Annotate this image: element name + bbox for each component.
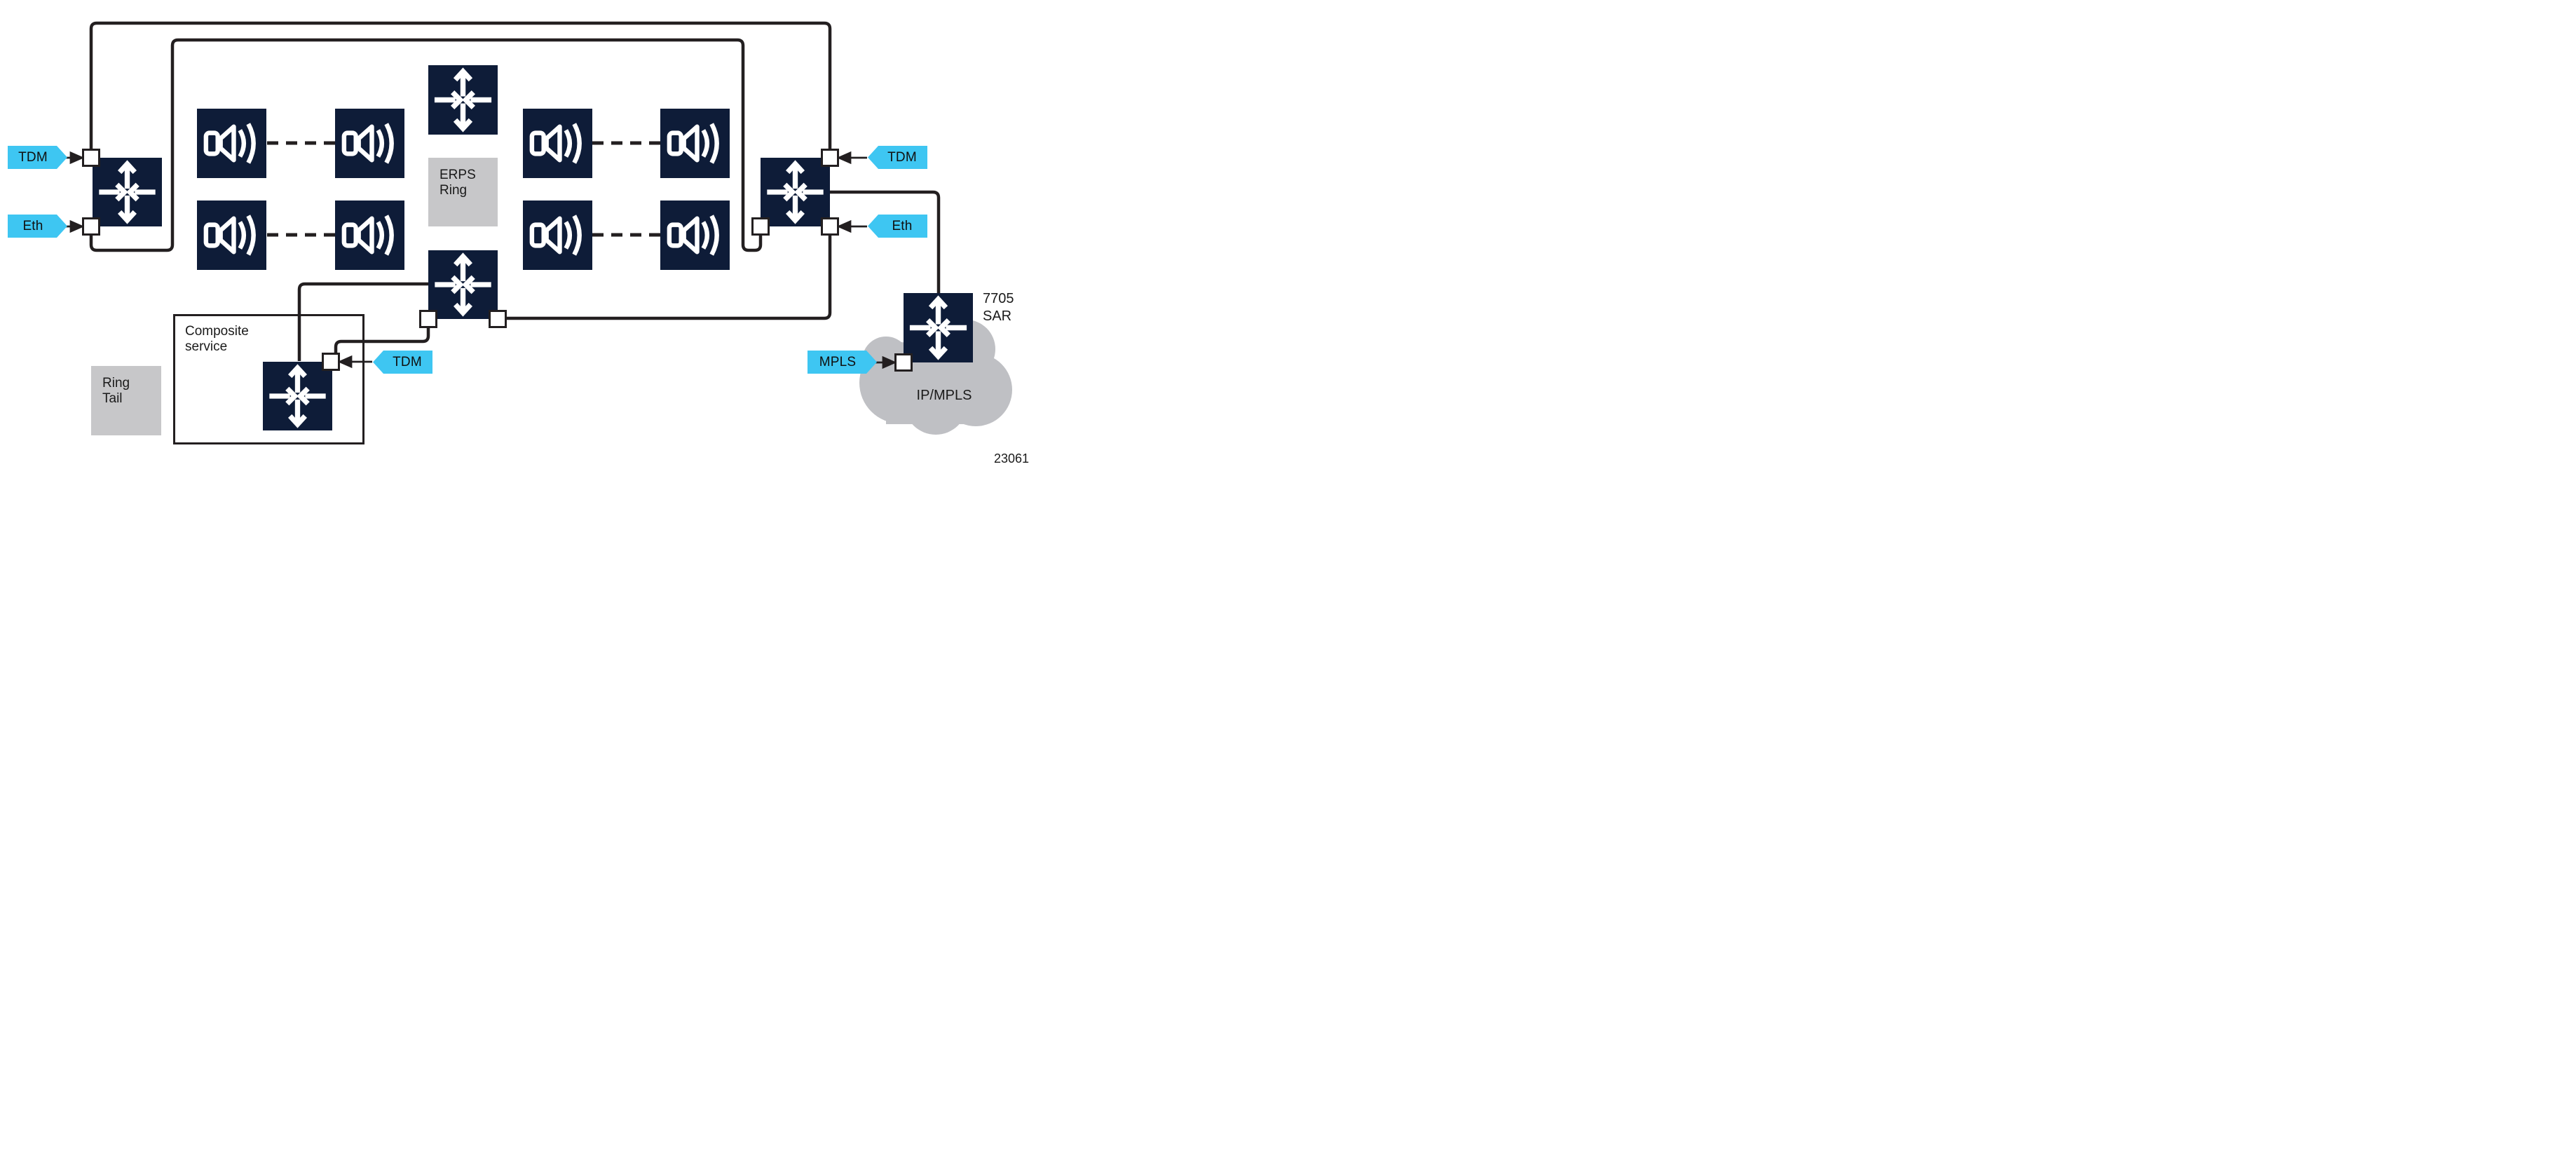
port-left-router-eth xyxy=(82,217,100,236)
figure-number: 23061 xyxy=(993,451,1029,466)
router-cross-arrows-icon xyxy=(761,158,830,226)
eth-left-label: Eth xyxy=(8,215,67,238)
hub-port-to-composite-port-line xyxy=(334,328,430,353)
router-top-middle xyxy=(428,65,498,135)
sar-node-label: 7705 SAR xyxy=(983,290,1014,325)
port-hub-router-left xyxy=(419,310,437,328)
port-left-router-tdm xyxy=(82,149,100,167)
port-hub-router-right xyxy=(489,310,507,328)
tdm-right-arrow xyxy=(836,151,867,165)
microwave-radio-icon xyxy=(660,201,730,270)
erps-ring-diagram: Composite service ERPS Ring Ring Tail xyxy=(0,0,1030,470)
right-router-to-sar-line xyxy=(830,190,941,293)
sar-node-label-line2: SAR xyxy=(983,308,1012,324)
hub-to-right-router-line xyxy=(507,236,832,320)
port-sar-mpls xyxy=(894,353,913,372)
microwave-radio-icon xyxy=(523,201,592,270)
microwave-radio-icon xyxy=(335,109,404,178)
microwave-radio-icon xyxy=(335,201,404,270)
sar-node-label-line1: 7705 xyxy=(983,291,1014,306)
tdm-left-label: TDM xyxy=(8,146,67,169)
composite-service-box: Composite service xyxy=(173,314,364,444)
composite-service-label-line1: Composite xyxy=(185,324,249,339)
router-composite-service xyxy=(263,362,332,430)
ring-tail-label-line1: Ring xyxy=(102,376,130,390)
port-right-router-tdm xyxy=(821,149,839,167)
microwave-radio-icon xyxy=(197,201,266,270)
radio-row2-1 xyxy=(197,201,266,270)
router-cross-arrows-icon xyxy=(428,65,498,135)
microwave-radio-icon xyxy=(660,109,730,178)
composite-service-label-line2: service xyxy=(185,339,228,354)
microwave-radio-icon xyxy=(523,109,592,178)
mpls-label: MPLS xyxy=(807,351,877,374)
router-cross-arrows-icon xyxy=(904,293,973,362)
radio-row1-3 xyxy=(523,109,592,178)
erps-ring-box: ERPS Ring xyxy=(428,158,498,226)
radio-row1-4 xyxy=(660,109,730,178)
microwave-radio-icon xyxy=(197,109,266,178)
radio-row2-2 xyxy=(335,201,404,270)
outer-ring-path xyxy=(89,21,832,149)
router-cross-arrows-icon xyxy=(93,158,162,226)
router-cross-arrows-icon xyxy=(263,362,332,430)
port-right-router-ring xyxy=(751,217,770,236)
router-left xyxy=(93,158,162,226)
cloud-label: IP/MPLS xyxy=(916,388,972,403)
port-composite-router-tdm xyxy=(322,353,340,371)
inner-ring-path xyxy=(89,38,763,252)
composite-to-hub-line xyxy=(297,282,428,361)
router-hub-middle xyxy=(428,250,498,319)
tdm-composite-label: TDM xyxy=(373,351,432,374)
radio-row2-3 xyxy=(523,201,592,270)
router-7705-sar xyxy=(904,293,973,362)
eth-right-arrow xyxy=(836,219,867,233)
port-right-router-eth xyxy=(821,217,839,236)
ring-tail-box: Ring Tail xyxy=(91,366,161,435)
radio-row1-2 xyxy=(335,109,404,178)
radio-row2-4 xyxy=(660,201,730,270)
eth-right-label: Eth xyxy=(868,215,927,238)
router-cross-arrows-icon xyxy=(428,250,498,319)
tdm-composite-arrow xyxy=(337,355,372,369)
radio-row1-1 xyxy=(197,109,266,178)
router-right xyxy=(761,158,830,226)
erps-ring-label-line2: Ring xyxy=(439,183,468,198)
erps-ring-label-line1: ERPS xyxy=(439,168,476,182)
tdm-right-label: TDM xyxy=(868,146,927,169)
ring-tail-label-line2: Tail xyxy=(102,391,123,406)
